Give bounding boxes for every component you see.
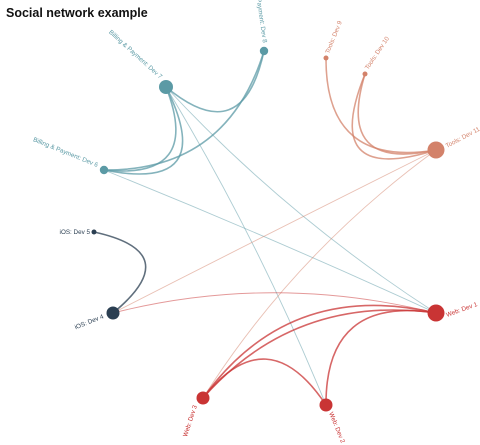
links-layer [93,50,437,406]
link-tools11-web3 [202,149,437,399]
link-bill6-web1 [103,169,437,314]
node-label-tools10: Tools: Dev 10 [364,35,391,71]
link-tools10-tools11 [351,73,437,160]
node-tools11[interactable] [427,141,445,159]
chart-title: Social network example [6,6,148,20]
node-web3[interactable] [196,391,210,405]
link-tools10-tools11 [357,73,437,155]
node-bill7[interactable] [159,80,173,94]
node-pay8[interactable] [259,46,269,56]
link-web3-web1 [202,304,437,399]
link-tools11-ios4 [112,149,437,314]
node-label-bill7: Billing & Payment: Dev 7 [107,29,164,81]
node-web2[interactable] [319,398,333,412]
node-label-ios5: iOS: Dev 5 [60,229,91,236]
link-web2-web1 [325,309,437,406]
link-web3-web1 [202,309,437,399]
node-ios4[interactable] [106,306,120,320]
link-ios5-ios4 [93,231,147,314]
node-label-web1: Web: Dev 1 [445,301,479,319]
node-tools9[interactable] [323,55,329,61]
node-label-tools11: Tools: Dev 11 [445,126,480,150]
link-web3-web2 [202,358,327,406]
node-label-pay8: Payment: Dev 8 [255,0,268,44]
node-label-web3: Web: Dev 3 [182,404,199,438]
node-web1[interactable] [427,304,445,322]
node-label-web2: Web: Dev 2 [327,411,346,444]
node-bill6[interactable] [99,165,109,175]
link-bill7-bill6 [103,86,184,175]
node-label-bill6: Billing & Payment: Dev 6 [32,136,99,169]
link-bill7-web1 [165,86,437,314]
labels-layer: Web: Dev 1 Web: Dev 2 Web: Dev 3 iOS: Dev 4… [32,0,480,445]
node-tools10[interactable] [362,71,368,77]
nodes-layer [91,46,445,412]
link-web1-ios4 [112,292,437,314]
link-bill7-bill6 [103,86,177,172]
link-bill7-pay8 [165,50,265,113]
link-bill6-pay8 [103,50,265,171]
node-label-tools9: Tools: Dev 9 [324,20,344,55]
node-ios5[interactable] [91,229,97,235]
node-label-ios4: iOS: Dev 4 [74,313,105,331]
link-tools9-tools11 [325,57,437,154]
